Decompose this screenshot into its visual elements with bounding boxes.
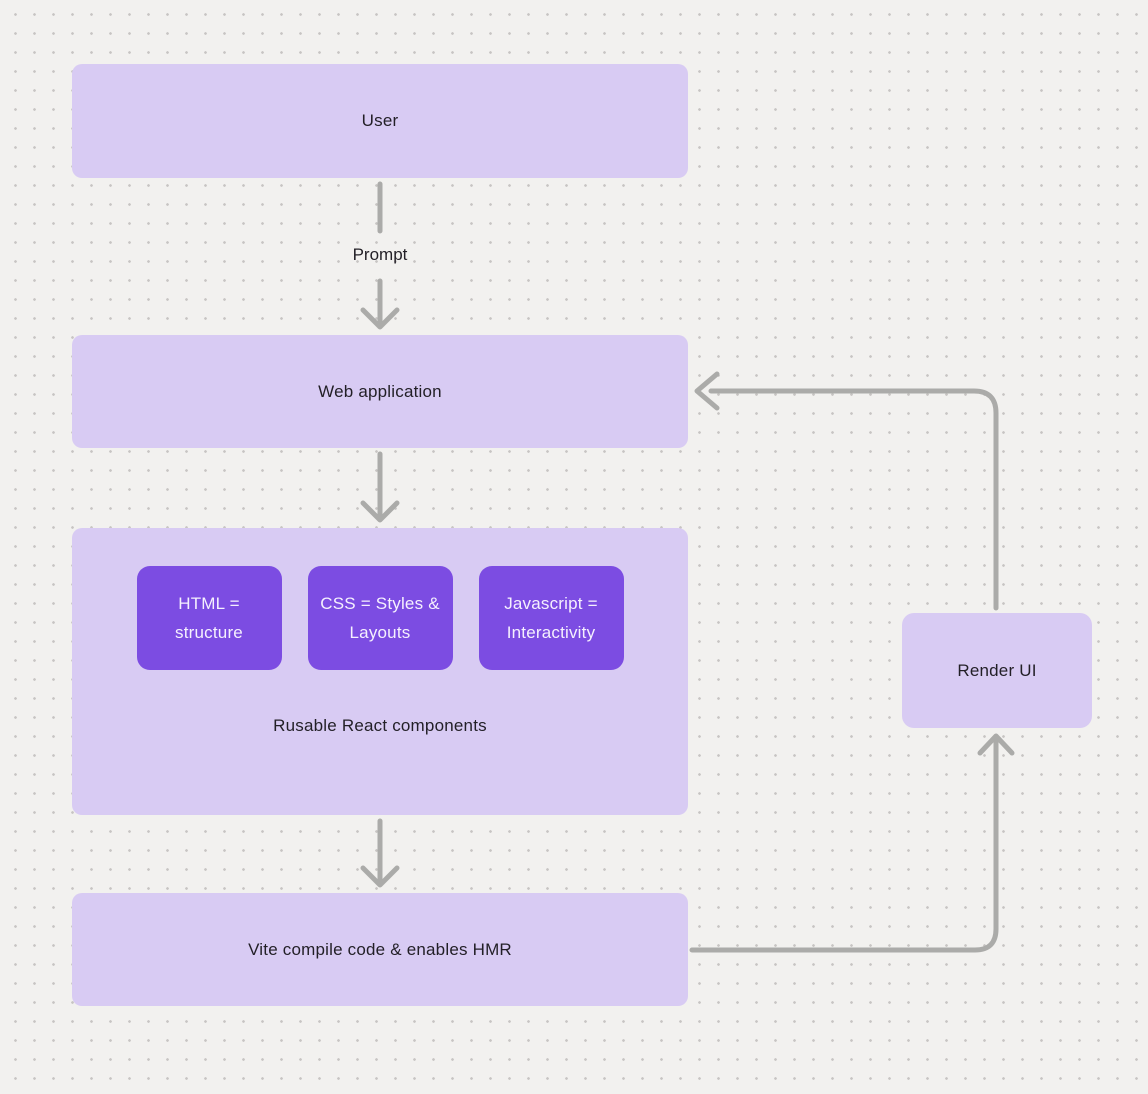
connector-webapp-to-components[interactable] bbox=[360, 451, 400, 523]
node-html[interactable]: HTML = structure bbox=[136, 566, 282, 670]
node-web-application-label: Web application bbox=[318, 381, 442, 401]
node-css[interactable]: CSS = Styles & Layouts bbox=[307, 566, 453, 670]
node-render-ui-label: Render UI bbox=[957, 660, 1037, 680]
connector-render-to-webapp[interactable] bbox=[694, 371, 999, 611]
arrowhead-down-icon bbox=[360, 500, 400, 523]
node-render-ui[interactable]: Render UI bbox=[902, 613, 1092, 728]
node-css-label: CSS = Styles & Layouts bbox=[320, 594, 440, 642]
arrowhead-up-icon bbox=[977, 733, 1015, 756]
node-html-label: HTML = structure bbox=[175, 594, 243, 642]
node-user-label: User bbox=[361, 111, 399, 130]
connector-vite-to-render[interactable] bbox=[689, 733, 1015, 953]
node-components-group[interactable]: HTML = structure CSS = Styles & Layouts … bbox=[72, 528, 688, 815]
connector-components-to-vite[interactable] bbox=[360, 818, 400, 888]
node-javascript[interactable]: Javascript = Interactivity bbox=[478, 566, 624, 670]
node-javascript-label: Javascript = Interactivity bbox=[504, 594, 598, 642]
node-vite[interactable]: Vite compile code & enables HMR bbox=[72, 893, 688, 1006]
arrowhead-left-icon bbox=[694, 371, 720, 411]
components-group-caption: Rusable React components bbox=[273, 716, 487, 735]
edge-label-prompt[interactable]: Prompt bbox=[352, 245, 408, 264]
node-vite-label: Vite compile code & enables HMR bbox=[248, 939, 512, 959]
node-web-application[interactable]: Web application bbox=[72, 335, 688, 448]
node-user[interactable]: User bbox=[72, 64, 688, 178]
arrowhead-down-icon bbox=[360, 307, 400, 330]
arrowhead-down-icon bbox=[360, 865, 400, 888]
components-row: HTML = structure CSS = Styles & Layouts … bbox=[72, 566, 688, 670]
